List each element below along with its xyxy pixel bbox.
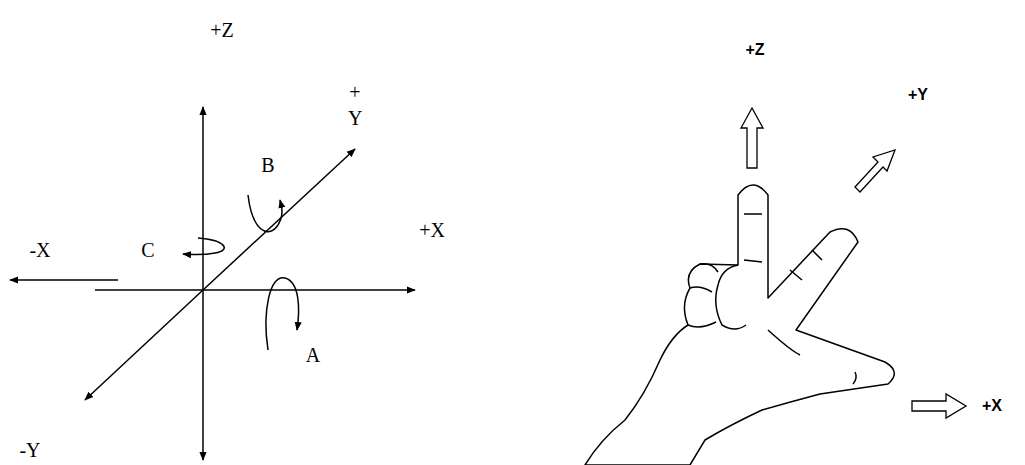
- axis-label: A: [306, 342, 320, 368]
- axis-label: C: [141, 237, 154, 263]
- axis-label: -Y: [19, 437, 40, 463]
- z-axis-negative: [202, 290, 204, 460]
- x-axis-negative: [10, 279, 118, 281]
- axis-label: +Z: [210, 17, 234, 43]
- y-axis: [203, 149, 355, 290]
- rotation-arrow: [266, 278, 299, 350]
- z-axis: [202, 107, 204, 290]
- axis-label: +Y: [908, 85, 928, 106]
- axis-label: +X: [982, 396, 1002, 417]
- axis-label: -X: [29, 237, 50, 263]
- right-hand: [585, 185, 894, 465]
- axis-label: +Z: [745, 40, 764, 61]
- rotation-arrow: [183, 238, 224, 255]
- rotation-arrow: [248, 195, 282, 232]
- axis-label: B: [261, 152, 274, 178]
- direction-arrow: [741, 108, 966, 418]
- x-axis: [95, 289, 415, 291]
- axis-label: +X: [419, 217, 445, 243]
- axis-label: + Y: [348, 79, 362, 131]
- y-axis-negative: [85, 290, 203, 400]
